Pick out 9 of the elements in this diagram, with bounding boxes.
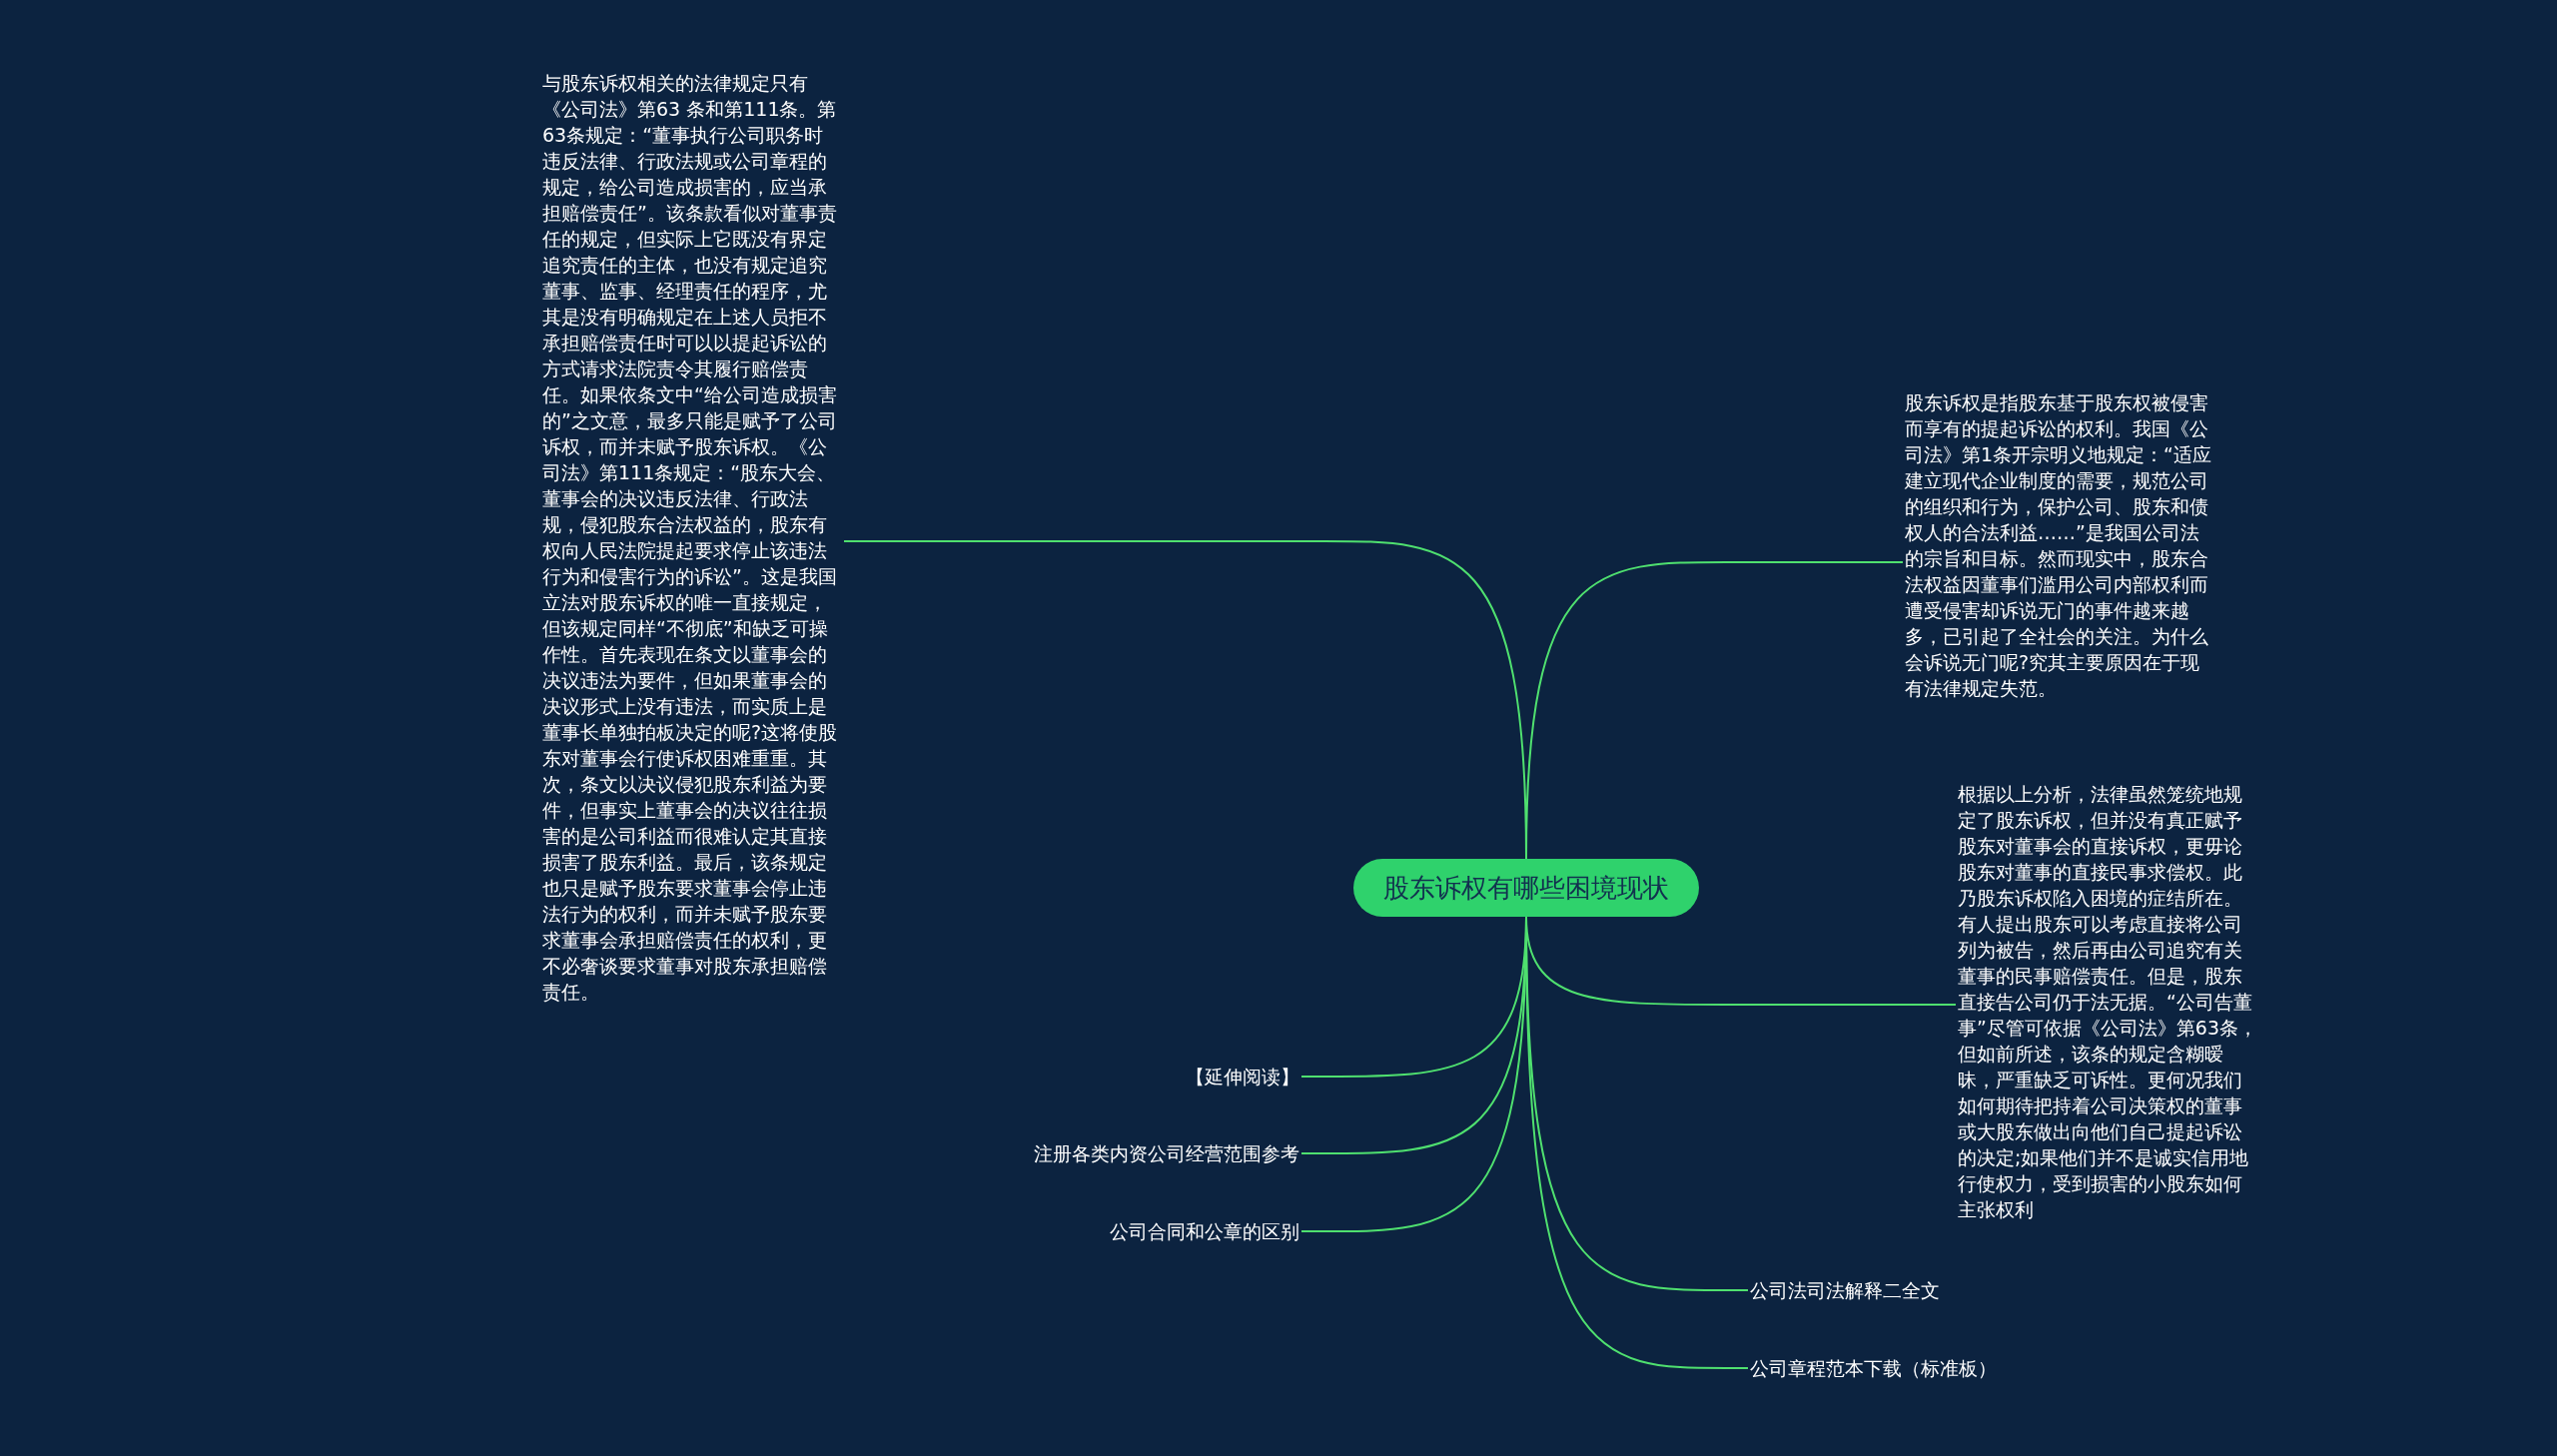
- topic-text: 注册各类内资公司经营范围参考: [1034, 1140, 1299, 1166]
- topic-text: 与股东诉权相关的法律规定只有《公司法》第63 条和第111条。第63条规定：“董事执行公司职务时违反法律、行政法规或公司章程的规定，给公司造成损害的，应当承担赔偿责任”。该条款看似对董事责任的规定，但实际上它既没有界定追究责任的主体，也没有规定追究董事、监事、经理责任的程序，尤其是没有明确规定在上述人员拒不承担赔偿责任时可以以提起诉讼的方式请求法院责令其履行赔偿责任。如果依条文中“给公司造成损害的”之文意，最多只能是赋予了公司诉权，而并未赋予股东诉权。《公司法》第111条规定：“股东大会、董事会的决议违反法律、行政法规，侵犯股东合法权益的，股东有权向人民法院提起要求停止该违法行为和侵害行为的诉讼”。这是我国立法对股东诉权的唯一直接规定，但该规定同样“不彻底”和缺乏可操作性。首先表现在条文以董事会的决议违法为要件，但如果董事会的决议形式上没有违法，而实质上是董事长单独拍板决定的呢?这将使股东对董事会行使诉权困难重重。其次，条文以决议侵犯股东利益为要件，但事实上董事会的决议往往损害的是公司利益而很难认定其直接损害了股东利益。最后，该条规定也只是赋予股东要求董事会停止违法行为的权利，而并未赋予股东要求董事会承担赔偿责任的权利，更不必奢谈要求董事对股东承担赔偿责任。: [542, 70, 842, 1005]
- topic-text: 【延伸阅读】: [1186, 1064, 1299, 1090]
- central-topic: 股东诉权有哪些困境现状: [1353, 859, 1699, 917]
- topic-text: 股东诉权是指股东基于股东权被侵害而享有的提起诉讼的权利。我国《公司法》第1条开宗明义地规定：“适应建立现代企业制度的需要，规范公司的组织和行为，保护公司、股东和债权人的合法利益……”是我国公司法的宗旨和目标。然而现实中，股东合法权益因董事们滥用公司内部权利而遭受侵害却诉说无门的事件越来越多，已引起了全社会的关注。为什么会诉说无门呢?究其主要原因在于现有法律规定失范。: [1905, 389, 2216, 701]
- topic-text: 公司章程范本下载（标准板）: [1750, 1355, 1997, 1381]
- topic-text: 公司合同和公章的区别: [1110, 1218, 1299, 1244]
- topic-text: 根据以上分析，法律虽然笼统地规定了股东诉权，但并没有真正赋予股东对董事会的直接诉权，更毋论股东对董事的直接民事求偿权。此乃股东诉权陷入困境的症结所在。有人提出股东可以考虑直接将公司列为被告，然后再由公司追究有关董事的民事赔偿责任。但是，股东直接告公司仍于法无据。“公司告董事”尽管可依据《公司法》第63条，但如前所述，该条的规定含糊暧昧，严重缺乏可诉性。更何况我们如何期待把持着公司决策权的董事或大股东做出向他们自己提起诉讼的决定;如果他们并不是诚实信用地行使权力，受到损害的小股东如何主张权利: [1958, 781, 2259, 1222]
- topic-text: 公司法司法解释二全文: [1750, 1277, 1940, 1303]
